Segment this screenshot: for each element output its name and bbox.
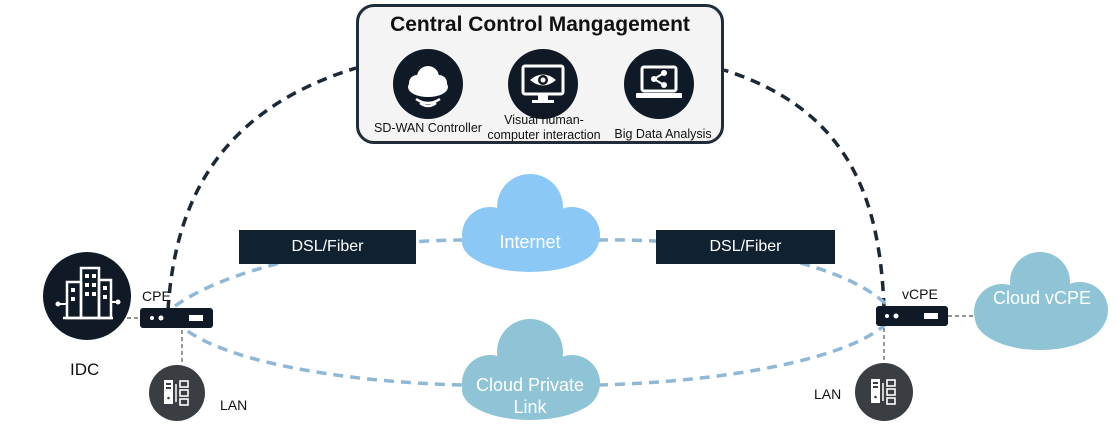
- right-private-link: [597, 320, 890, 387]
- right-lan-label: LAN: [814, 386, 842, 402]
- laptop-share-icon: [624, 49, 694, 119]
- central-control-panel: Central Control Mangagement: [356, 4, 724, 144]
- left-control-link: [166, 66, 357, 311]
- private-link-cloud: [462, 319, 600, 420]
- left-private-link: [173, 318, 463, 387]
- right-dsl-fiber-box: DSL/Fiber: [656, 230, 835, 264]
- cloud-signal-icon: [393, 49, 463, 119]
- vcpe-device-icon: [876, 306, 948, 326]
- right-lan-server-icon: [855, 363, 913, 421]
- cloud-private-link-label: Cloud Private Link: [475, 375, 585, 417]
- cpe-label: CPE: [142, 288, 171, 304]
- idc-label: IDC: [70, 360, 100, 379]
- right-control-link: [723, 68, 886, 309]
- left-dsl-fiber-box: DSL/Fiber: [239, 230, 416, 264]
- left-lan-server-icon: [149, 365, 205, 421]
- sd-wan-controller-label: SD-WAN Controller: [374, 121, 482, 135]
- big-data-analysis-label: Big Data Analysis: [614, 127, 712, 141]
- right-internet-link: [597, 238, 890, 308]
- internet-cloud: [462, 174, 600, 272]
- visual-interaction-label: Visual human-computer interaction: [487, 113, 601, 142]
- vcpe-label: vCPE: [902, 286, 938, 302]
- monitor-eye-icon: [508, 49, 578, 119]
- left-internet-link: [173, 238, 463, 308]
- central-control-title: Central Control Mangagement: [390, 13, 690, 36]
- internet-label: Internet: [499, 232, 561, 252]
- cpe-device-icon: [140, 308, 213, 328]
- cloud-vcpe-shape: [974, 252, 1108, 350]
- idc-building-icon: [43, 252, 131, 340]
- left-lan-label: LAN: [220, 397, 248, 413]
- cloud-vcpe-label: Cloud vCPE: [992, 288, 1092, 308]
